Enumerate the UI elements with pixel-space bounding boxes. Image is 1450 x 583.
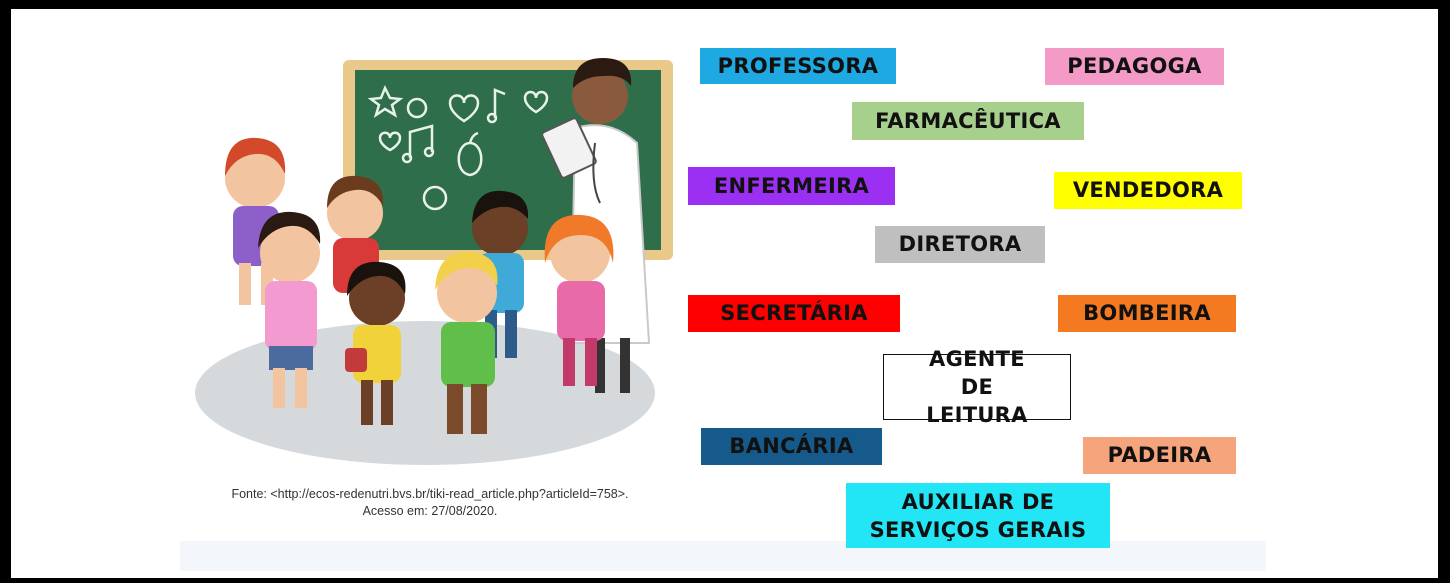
source-line: Fonte: <http://ecos-redenutri.bvs.br/tik…: [231, 487, 629, 501]
chalk-doodles: [367, 84, 549, 211]
label-bombeira: BOMBEIRA: [1058, 295, 1236, 332]
access-date-line: Acesso em: 27/08/2020.: [362, 504, 498, 518]
children-classroom-illustration: [195, 58, 673, 465]
label-pedagoga: PEDAGOGA: [1045, 48, 1224, 85]
label-padeira: PADEIRA: [1083, 437, 1236, 474]
label-vendedora: VENDEDORA: [1054, 172, 1242, 209]
child-7: [435, 251, 498, 434]
child-3: [258, 211, 321, 408]
label-auxiliar-de-servicos-gerais: AUXILIAR DE SERVIÇOS GERAIS: [846, 483, 1110, 548]
label-diretora: DIRETORA: [875, 226, 1045, 263]
label-bancaria: BANCÁRIA: [701, 428, 882, 465]
label-agente-de-leitura: AGENTE DE LEITURA: [883, 347, 1071, 427]
child-5: [544, 214, 614, 386]
label-farmaceutica: FARMACÊUTICA: [852, 102, 1084, 140]
label-enfermeira: ENFERMEIRA: [688, 167, 895, 205]
label-professora: PROFESSORA: [700, 48, 896, 84]
child-6: [345, 261, 406, 425]
label-secretaria: SECRETÁRIA: [688, 295, 900, 332]
source-caption: Fonte: <http://ecos-redenutri.bvs.br/tik…: [160, 486, 700, 520]
